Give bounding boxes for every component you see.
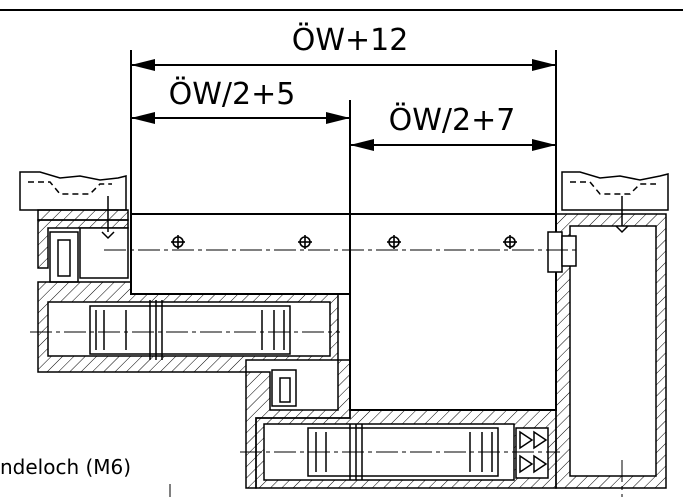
right-frame (547, 213, 667, 489)
dim-label-total: ÖW+12 (292, 22, 409, 58)
left-lower-sash (245, 359, 351, 489)
right-plate (349, 213, 557, 411)
bottom-frame (255, 409, 557, 489)
gasket-profile (515, 427, 549, 479)
screw-hole (387, 235, 401, 249)
screw-holes (171, 235, 517, 249)
screw-hole (298, 235, 312, 249)
left-sash-profile (19, 171, 129, 283)
left-frame (37, 281, 339, 373)
screw-hole (503, 235, 517, 249)
dim-label-right-half: ÖW/2+7 (389, 102, 516, 138)
dimension-lines (131, 59, 556, 151)
dim-label-left-half: ÖW/2+5 (169, 76, 296, 112)
fixing-hole-note: ndeloch (M6) (0, 455, 131, 479)
screw-hole (171, 235, 185, 249)
centre-lines (30, 249, 623, 497)
right-sash-profile (561, 171, 669, 234)
left-plate (130, 213, 351, 295)
